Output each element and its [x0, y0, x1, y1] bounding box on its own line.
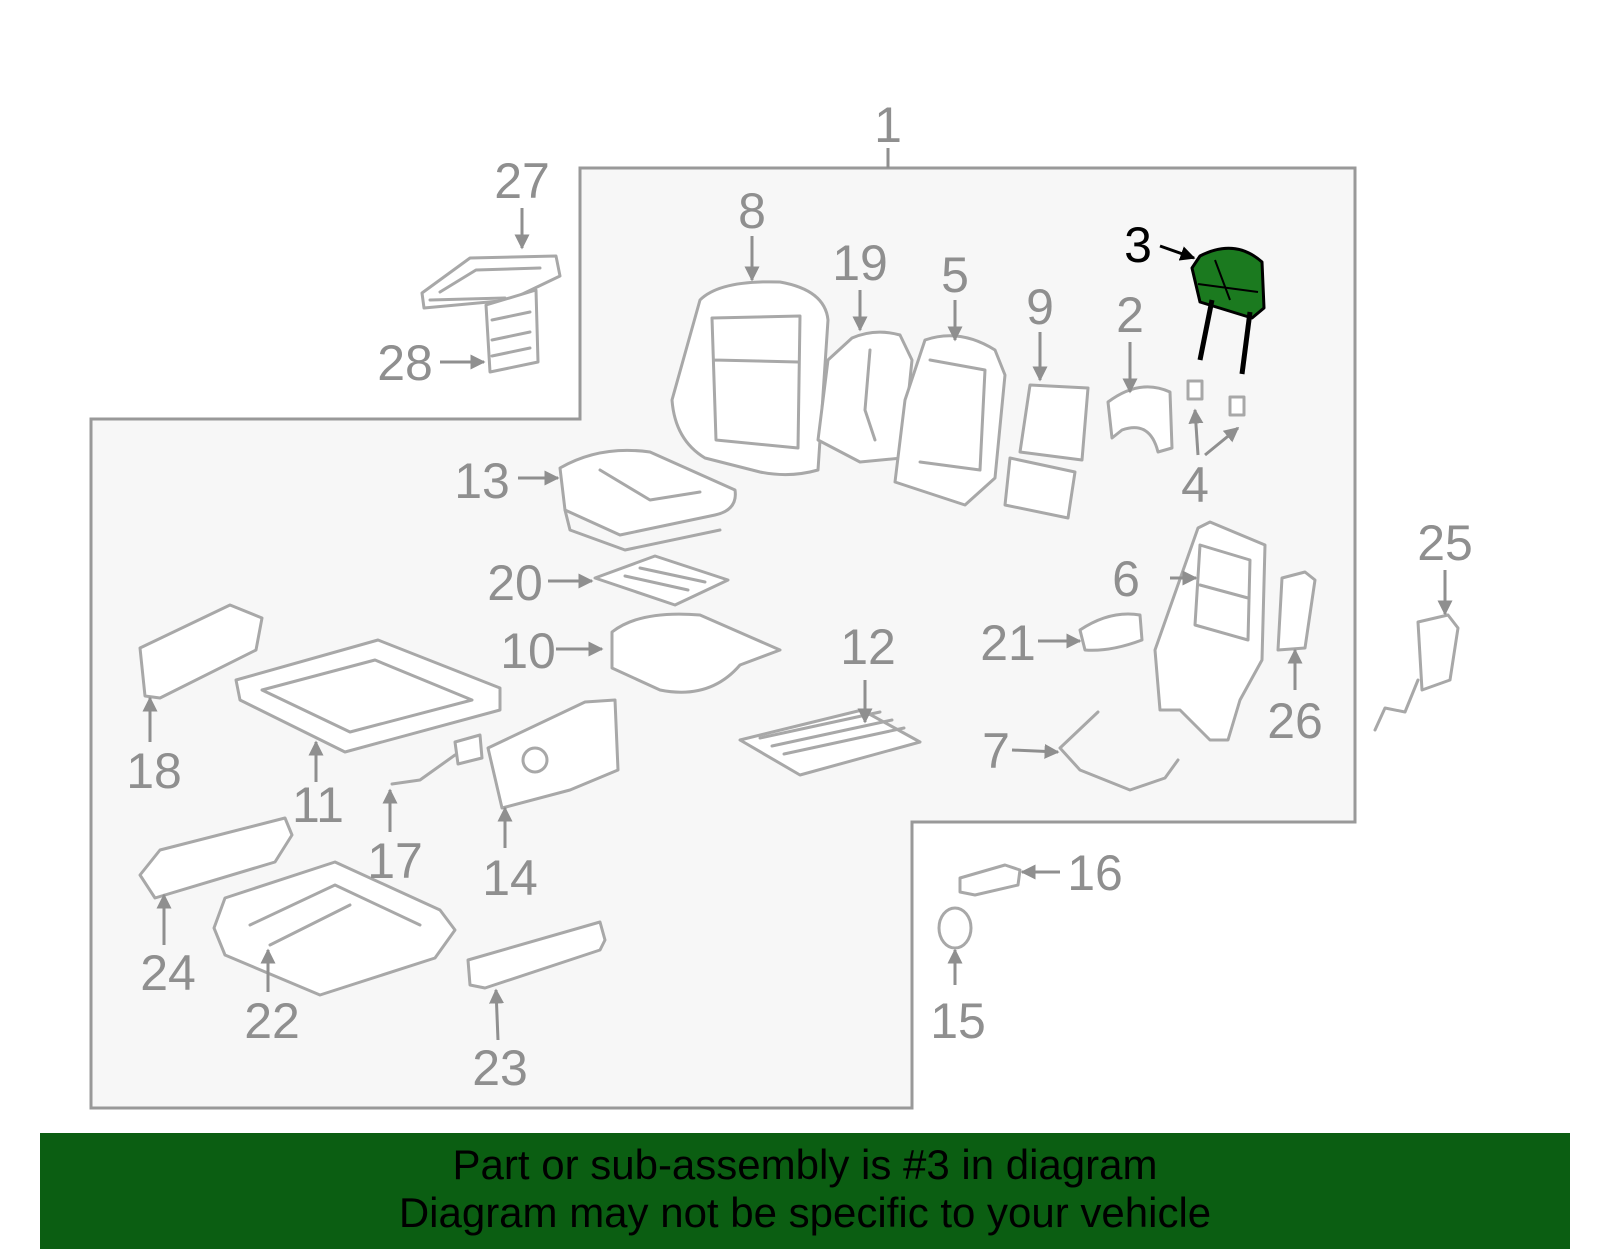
callout-22: 22 — [244, 993, 300, 1049]
part-5-back-panel[interactable] — [893, 334, 1007, 507]
banner-line-2: Diagram may not be specific to your vehi… — [398, 1189, 1212, 1236]
part-20-seat-heater[interactable] — [593, 554, 730, 607]
part-23-outer-trim[interactable] — [466, 920, 607, 990]
callout-27: 27 — [494, 153, 550, 209]
part-26-side-cover[interactable] — [1276, 570, 1317, 652]
callout-5: 5 — [941, 247, 969, 303]
part-28-console-base[interactable] — [484, 288, 540, 374]
callout-6: 6 — [1112, 551, 1140, 607]
leader-lines — [142, 208, 1453, 1041]
callout-21: 21 — [980, 615, 1036, 671]
part-10-cushion-pad[interactable] — [610, 612, 782, 694]
part-18-side-shield[interactable] — [138, 603, 264, 700]
callout-23: 23 — [472, 1040, 528, 1096]
callout-15: 15 — [930, 993, 986, 1049]
banner-line-1: Part or sub-assembly is #3 in diagram — [452, 1141, 1158, 1188]
callout-8: 8 — [738, 183, 766, 239]
callout-19: 19 — [832, 235, 888, 291]
callout-2: 2 — [1116, 287, 1144, 343]
callout-labels: 1 27 28 8 19 5 9 2 3 4 13 20 10 12 18 11… — [126, 97, 1473, 1096]
callout-20: 20 — [487, 555, 543, 611]
part-27-console-lid[interactable] — [420, 254, 562, 310]
part-16-bracket[interactable] — [958, 863, 1022, 897]
part-9-back-pocket[interactable] — [1003, 383, 1090, 520]
part-7-wire-harness[interactable] — [1058, 710, 1180, 792]
callout-14: 14 — [482, 850, 538, 906]
callout-24: 24 — [140, 945, 196, 1001]
part-3-headrest[interactable] — [1190, 246, 1266, 375]
callout-13: 13 — [454, 453, 510, 509]
part-21-recliner-handle[interactable] — [1078, 612, 1144, 652]
callout-26: 26 — [1267, 693, 1323, 749]
callout-9: 9 — [1026, 279, 1054, 335]
callout-18: 18 — [126, 743, 182, 799]
part-4-headrest-guides[interactable] — [1186, 379, 1246, 417]
info-banner: Part or sub-assembly is #3 in diagram Di… — [40, 1133, 1570, 1249]
callout-28: 28 — [377, 335, 433, 391]
part-11-cushion-frame[interactable] — [234, 638, 502, 754]
callout-7: 7 — [982, 723, 1010, 779]
part-19-back-pad[interactable] — [816, 330, 914, 464]
part-15-cap[interactable] — [937, 906, 973, 950]
callout-4: 4 — [1181, 457, 1209, 513]
callout-3: 3 — [1124, 217, 1152, 273]
callout-12: 12 — [840, 619, 896, 675]
part-25-side-airbag[interactable] — [1373, 613, 1460, 732]
part-13-cushion-cover[interactable] — [558, 448, 737, 552]
callout-10: 10 — [500, 623, 556, 679]
part-24-track-cover[interactable] — [138, 816, 294, 900]
callout-25: 25 — [1417, 515, 1473, 571]
callout-1: 1 — [874, 97, 902, 153]
part-17-seat-switch[interactable] — [390, 733, 484, 786]
callout-11: 11 — [292, 777, 344, 833]
callout-16: 16 — [1067, 845, 1123, 901]
callout-17: 17 — [367, 833, 423, 889]
